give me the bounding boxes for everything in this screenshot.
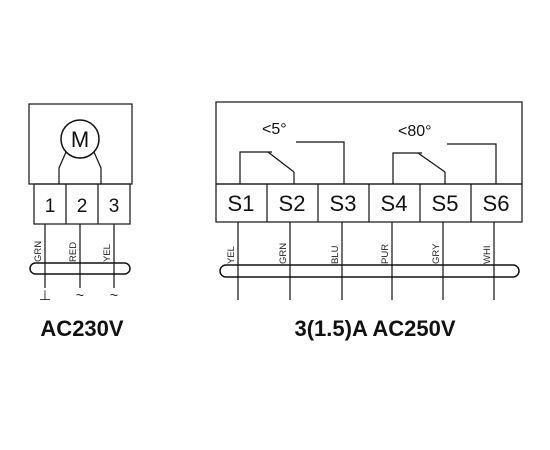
switch-2-angle: <80° — [398, 123, 432, 140]
switch-2-common — [392, 152, 422, 184]
switch-housing — [215, 101, 523, 185]
motor-cable-sheath — [29, 262, 131, 275]
ground-symbol: ⊥ — [39, 287, 51, 303]
motor-terminal-block — [33, 183, 131, 225]
switch-2-contact — [417, 152, 446, 173]
motor-lead-1 — [58, 151, 67, 184]
switch-1-contact — [267, 151, 295, 173]
switch-1-common — [239, 151, 272, 184]
motor-wire-label: RED — [68, 242, 79, 262]
switch-1-no-lead — [296, 141, 345, 184]
switch-wire-label: GRY — [431, 243, 442, 264]
motor-wire-label: YEL — [102, 244, 113, 262]
motor-lead-3 — [93, 151, 102, 184]
motor-wire-label: GRN — [33, 241, 44, 262]
switch-terminal-s4: S4 — [381, 191, 408, 216]
switch-cable-sheath — [219, 264, 520, 278]
motor-icon — [60, 119, 100, 159]
switch-terminal-s1: S1 — [228, 191, 255, 216]
switch-terminal-s5: S5 — [432, 191, 459, 216]
motor-terminal-3: 3 — [109, 196, 120, 217]
motor-terminal-1: 1 — [45, 196, 56, 217]
switch-wire-label: PUR — [380, 244, 391, 264]
ac-symbol: ~ — [110, 287, 118, 303]
motor-symbol: M — [71, 127, 89, 152]
switch-wire-label: YEL — [226, 246, 237, 264]
switch-1-angle: <5° — [262, 121, 287, 138]
switch-wire-label: BLU — [330, 245, 341, 264]
switch-terminal-s3: S3 — [330, 191, 357, 216]
switch-section: <5° <80° S1 S2 S3 S4 S5 S6 YEL GRN — [215, 101, 523, 341]
switch-wire-label: GRN — [278, 243, 289, 264]
ac-symbol: ~ — [76, 287, 84, 303]
switch-wire-label: WHI — [482, 246, 493, 264]
switch-terminal-s2: S2 — [279, 191, 306, 216]
switch-terminal-s6: S6 — [483, 191, 510, 216]
switch-2-no-lead — [447, 143, 497, 184]
motor-terminal-2: 2 — [77, 196, 88, 217]
motor-rating: AC230V — [40, 316, 123, 341]
switch-rating: 3(1.5)A AC250V — [295, 316, 456, 341]
motor-section: M 1 2 3 GRN RED YEL ⊥ ~ ~ AC230V — [28, 103, 133, 341]
